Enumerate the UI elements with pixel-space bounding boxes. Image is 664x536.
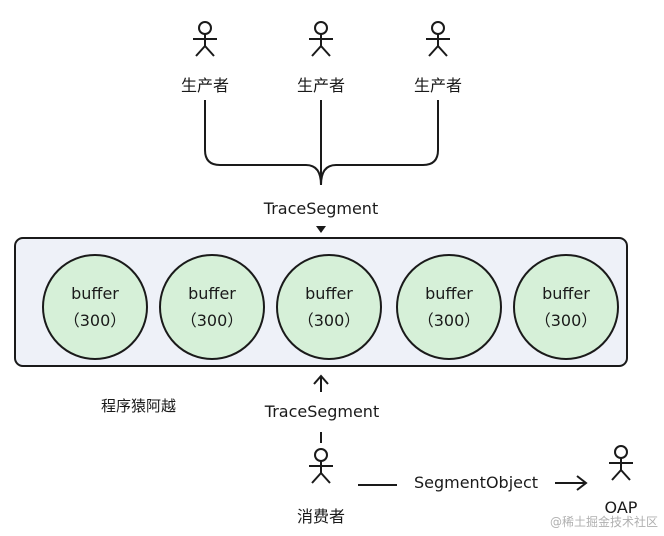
buffer-2: buffer （300） [160,280,264,334]
buffer-2-name: buffer [188,284,236,303]
producer-figure-1 [193,21,217,57]
producer-label-1: 生产者 [180,76,230,95]
buffer-1-size: （300） [63,311,127,330]
buffer-circle-3 [276,254,382,360]
watermark: @稀土掘金技术社区 [549,515,658,529]
author-label: 程序猿阿越 [101,397,177,415]
buffer-4-name: buffer [425,284,473,303]
producer-label-3: 生产者 [413,76,463,95]
buffer-3-size: （300） [297,311,361,330]
buffer-circle-4 [396,254,502,360]
consumer-up-arrow-head [313,374,329,385]
buffer-5-name: buffer [542,284,590,303]
top-flow-label: TraceSegment [263,199,379,218]
consumer-figure [309,448,333,484]
oap-label: OAP [604,498,638,517]
buffer-4-size: （300） [417,311,481,330]
output-arrow-head [576,475,588,491]
buffer-5: buffer （300） [514,280,618,334]
top-arrow-head [316,226,326,233]
consumer-label: 消费者 [296,507,346,526]
buffer-circle-2 [159,254,265,360]
buffer-3: buffer （300） [277,280,381,334]
output-flow-label: SegmentObject [413,473,539,492]
oap-figure [609,445,633,481]
bottom-flow-label: TraceSegment [264,402,380,421]
producer-brace [204,100,439,186]
buffer-circle-5 [513,254,619,360]
buffer-3-name: buffer [305,284,353,303]
buffer-1-name: buffer [71,284,119,303]
buffer-2-size: （300） [180,311,244,330]
buffer-5-size: （300） [534,311,598,330]
buffer-circle-1 [42,254,148,360]
producer-figure-2 [309,21,333,57]
producer-figure-3 [426,21,450,57]
buffer-4: buffer （300） [397,280,501,334]
buffer-1: buffer （300） [43,280,147,334]
producer-label-2: 生产者 [296,76,346,95]
